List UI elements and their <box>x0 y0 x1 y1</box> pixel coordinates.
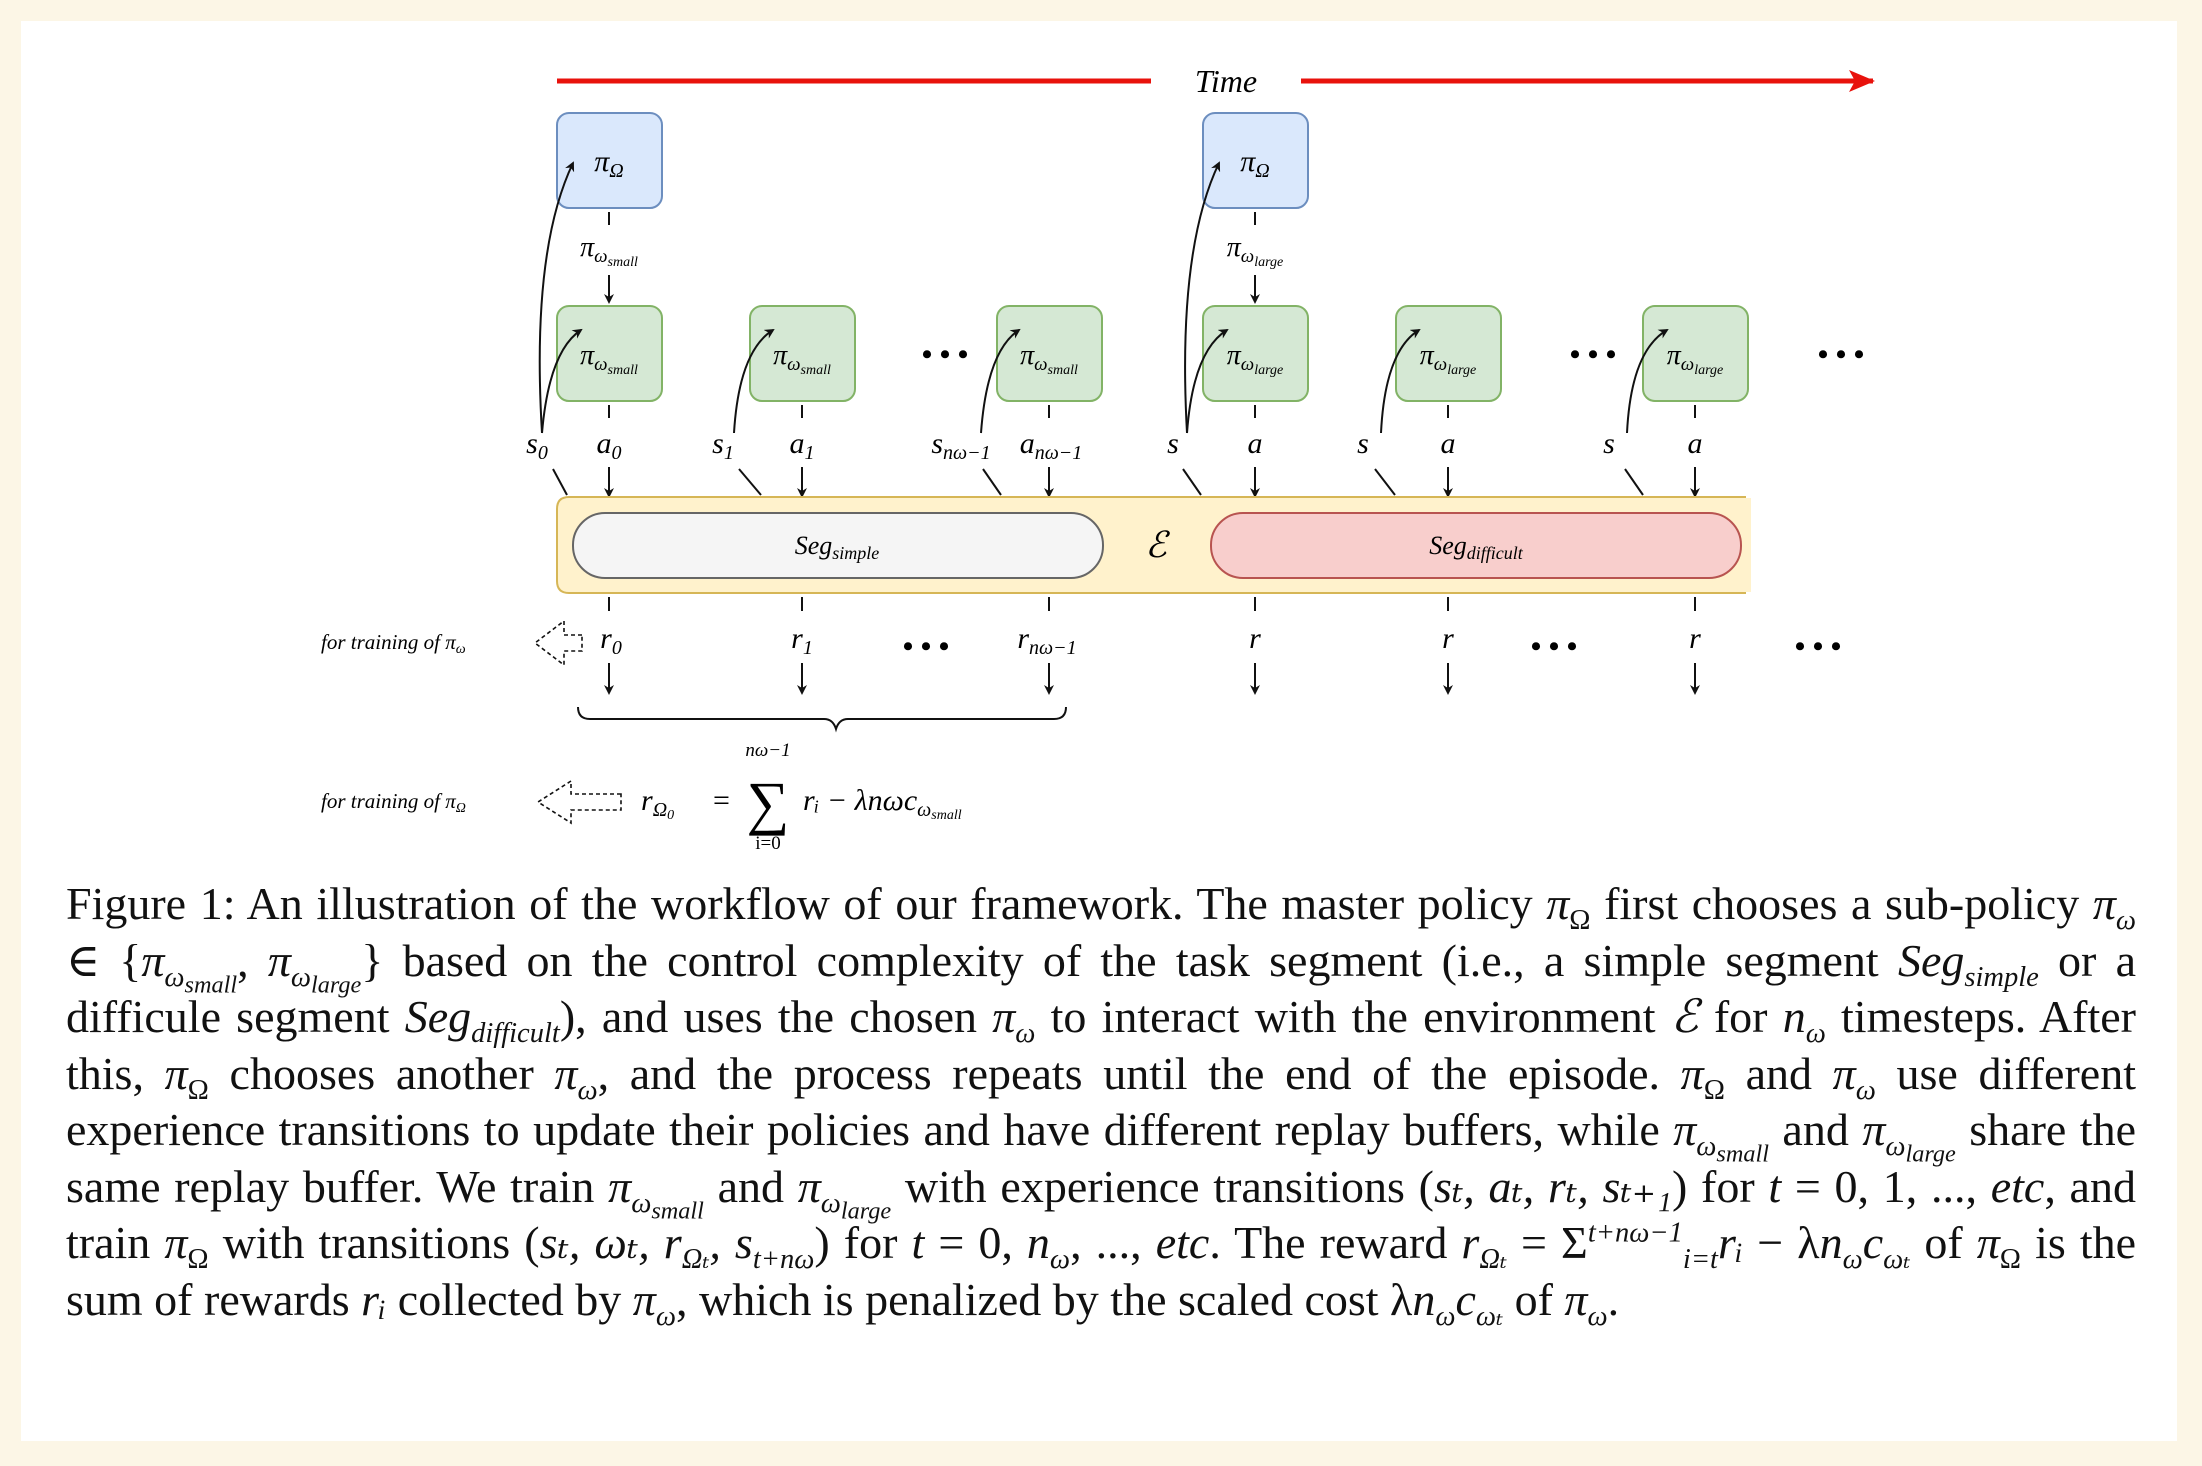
svg-text:πωlarge: πωlarge <box>1420 340 1477 378</box>
svg-text:πωsmall: πωsmall <box>773 340 831 378</box>
svg-text:rᵢ − λnωcωsmall: rᵢ − λnωcωsmall <box>803 784 962 823</box>
master-policy-box-2: πΩ <box>1202 112 1309 209</box>
figure-caption: Figure 1: An illustration of the workflo… <box>66 878 2137 1332</box>
action-labels: a0 a1 anω−1 a a a <box>597 427 1703 464</box>
state-label-2: snω−1 <box>931 427 990 464</box>
svg-text:πωlarge: πωlarge <box>1227 340 1284 378</box>
reward-labels: r0 r1 rnω−1 r r r <box>600 622 1701 659</box>
state-to-env-lines <box>552 468 1644 496</box>
svg-text:i=0: i=0 <box>755 833 781 854</box>
box-to-action-lines <box>608 405 1696 418</box>
state-label-1: s1 <box>712 427 734 464</box>
ellipsis-top-3: • • • <box>1818 338 1865 371</box>
action-label-2: anω−1 <box>1020 427 1083 464</box>
master-to-sub-arrow-2: πωlarge <box>1227 212 1284 304</box>
time-label: Time <box>1195 63 1257 99</box>
env-to-reward-lines <box>608 597 1696 611</box>
ellipsis-reward-2: • • • <box>1531 630 1578 663</box>
svg-text:nω−1: nω−1 <box>745 740 790 761</box>
svg-text:πωsmall: πωsmall <box>1020 340 1078 378</box>
svg-text:πΩ: πΩ <box>1240 145 1270 182</box>
svg-text:rΩ0: rΩ0 <box>641 784 674 823</box>
ellipsis-reward-3: • • • <box>1795 630 1842 663</box>
sub-policy-box-large-2: πωlarge <box>1395 305 1502 402</box>
sub-policy-box-small-2: πωsmall <box>749 305 856 402</box>
reward-label-4: r <box>1442 622 1454 655</box>
reward-label-2: rnω−1 <box>1017 622 1076 659</box>
state-label-0: s0 <box>526 427 548 464</box>
training-arrow-master <box>536 779 622 825</box>
workflow-diagram: Time πΩ πΩ πωsmall πωlarge πωsmall πωsma… <box>321 63 1875 854</box>
action-label-3: a <box>1248 427 1263 460</box>
ellipsis-top-2: • • • <box>1570 338 1617 371</box>
master-reward-formula: rΩ0 = nω−1 ∑ i=0 rᵢ − λnωcωsmall <box>641 740 962 854</box>
master-to-sub-arrow-1: πωsmall <box>580 212 638 304</box>
training-label-omega: for training of πω <box>321 630 466 657</box>
reward-label-3: r <box>1249 622 1261 655</box>
training-label-master: for training of πΩ <box>321 789 466 816</box>
segment-difficult: Segdifficult <box>1210 512 1742 579</box>
sub-policy-box-small-3: πωsmall <box>996 305 1103 402</box>
svg-text:=: = <box>713 784 730 817</box>
action-label-0: a0 <box>597 427 622 464</box>
svg-text:πωsmall: πωsmall <box>580 232 638 270</box>
time-arrow: Time <box>557 63 1875 99</box>
sub-policy-box-large-1: πωlarge <box>1202 305 1309 402</box>
ellipsis-reward-1: • • • <box>903 630 950 663</box>
state-labels: s0 s1 snω−1 s s s <box>526 427 1615 464</box>
reward-arrows <box>604 663 1700 695</box>
svg-text:∑: ∑ <box>747 770 790 836</box>
svg-text:πωlarge: πωlarge <box>1667 340 1724 378</box>
action-label-4: a <box>1441 427 1456 460</box>
svg-text:Segdifficult: Segdifficult <box>1429 531 1524 563</box>
reward-label-0: r0 <box>600 622 622 659</box>
svg-text:Segsimple: Segsimple <box>795 531 880 563</box>
svg-text:πωlarge: πωlarge <box>1227 232 1284 270</box>
state-label-3: s <box>1167 427 1179 460</box>
environment-label: ℰ <box>1145 525 1170 565</box>
reward-label-1: r1 <box>791 622 813 659</box>
training-arrow-omega <box>533 619 583 667</box>
sub-policy-box-small-1: πωsmall <box>556 305 663 402</box>
state-label-5: s <box>1603 427 1615 460</box>
state-curves <box>538 161 1669 434</box>
ellipsis-top-1: • • • <box>922 338 969 371</box>
reward-brace <box>577 706 1067 733</box>
svg-text:πΩ: πΩ <box>594 145 624 182</box>
action-label-5: a <box>1688 427 1703 460</box>
sub-policy-box-large-3: πωlarge <box>1642 305 1749 402</box>
state-label-4: s <box>1357 427 1369 460</box>
segment-simple: Segsimple <box>572 512 1104 579</box>
master-policy-box-1: πΩ <box>556 112 663 209</box>
svg-text:πωsmall: πωsmall <box>580 340 638 378</box>
reward-label-5: r <box>1689 622 1701 655</box>
action-label-1: a1 <box>790 427 815 464</box>
action-to-env-arrows <box>604 467 1700 498</box>
figure-page: Time πΩ πΩ πωsmall πωlarge πωsmall πωsma… <box>21 21 2177 1441</box>
